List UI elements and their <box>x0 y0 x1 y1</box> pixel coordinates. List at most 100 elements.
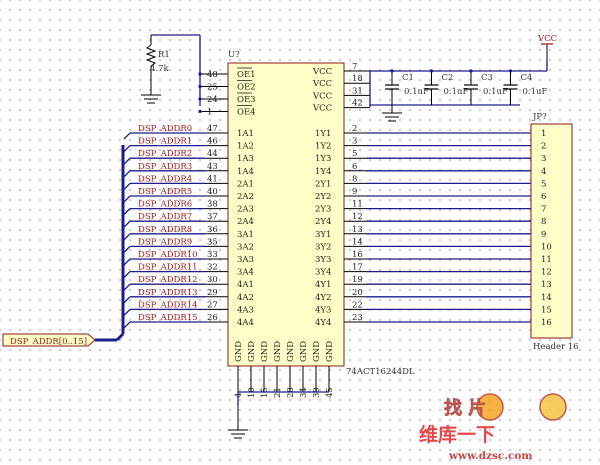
input-pin-number: 38 <box>207 200 218 210</box>
bus-entry <box>123 283 131 291</box>
junction-dot <box>508 69 513 73</box>
input-pin-name: 2A2 <box>237 192 254 202</box>
gnd-pin-name: GND <box>273 341 283 362</box>
net-label: DSP_ADDR14 <box>138 300 198 310</box>
bus-entry <box>123 321 131 329</box>
output-pin-name: 3Y4 <box>315 268 331 278</box>
gnd-pin-name: GND <box>325 341 335 362</box>
bus-entry <box>123 258 131 266</box>
cap-designator: C4 <box>521 73 533 83</box>
net-label: DSP_ADDR12 <box>138 275 198 285</box>
cap-designator: C1 <box>402 73 414 83</box>
input-pin-number: 27 <box>207 300 218 310</box>
net-label: DSP_ADDR1 <box>138 137 192 147</box>
input-pin-number: 40 <box>207 187 218 197</box>
vcc-pin-name: VCC <box>312 79 332 89</box>
vcc-pin-number: 18 <box>352 74 363 84</box>
oe-pin-name: OE2 <box>237 83 256 93</box>
input-pin-number: 37 <box>207 212 218 222</box>
header-pin-number: 9 <box>541 230 546 240</box>
oe-pin-number: 25 <box>207 83 218 93</box>
cap-value: 0.1uF <box>483 87 508 97</box>
header-pin-number: 5 <box>541 179 546 189</box>
input-pin-name: 4A3 <box>237 305 254 315</box>
junction-dot <box>429 69 434 73</box>
output-pin-name: 4Y2 <box>315 293 331 303</box>
ground-symbol-caps <box>382 112 402 122</box>
output-pin-number: 9 <box>352 187 357 197</box>
header-pin-number: 1 <box>541 129 546 139</box>
output-pin-name: 2Y4 <box>315 217 331 227</box>
net-label: DSP_ADDR5 <box>138 187 192 197</box>
input-pin-name: 3A3 <box>237 255 254 265</box>
output-pin-group: 21Y131Y251Y361Y482Y192Y2112Y3122Y4133Y11… <box>315 124 531 328</box>
junction-dot <box>198 109 202 114</box>
output-pin-name: 4Y1 <box>315 280 331 290</box>
input-pin-name: 1A1 <box>237 129 254 139</box>
output-pin-number: 8 <box>352 174 357 184</box>
header-pin-number: 3 <box>541 154 546 164</box>
header-pin-number: 2 <box>541 142 546 152</box>
bus-entry <box>123 195 131 203</box>
vcc-pin-number: 7 <box>352 62 357 72</box>
input-pin-name: 3A1 <box>237 230 254 240</box>
input-pin-number: 41 <box>207 174 218 184</box>
net-label: DSP_ADDR7 <box>138 212 192 222</box>
output-pin-name: 4Y4 <box>315 318 331 328</box>
bus-entry <box>123 296 131 304</box>
input-pin-number: 33 <box>207 250 218 260</box>
output-pin-name: 1Y1 <box>315 129 331 139</box>
input-pin-name: 4A2 <box>237 293 254 303</box>
bus-entry <box>123 170 131 178</box>
output-pin-name: 3Y1 <box>315 230 331 240</box>
input-pin-name: 2A4 <box>237 217 254 227</box>
ic-body <box>227 62 345 367</box>
output-pin-name: 1Y2 <box>315 142 331 152</box>
input-pin-name: 3A2 <box>237 242 254 252</box>
oe-pin-name: OE3 <box>237 95 256 105</box>
cap-designator: C3 <box>481 73 493 83</box>
net-label: DSP_ADDR9 <box>138 237 192 247</box>
header-pin-number: 8 <box>541 217 546 227</box>
resistor-designator: R1 <box>158 50 170 60</box>
input-pin-name: 1A2 <box>237 142 254 152</box>
bus-entry <box>123 220 131 228</box>
vcc-pin-name: VCC <box>312 91 332 101</box>
oe-pin-name: OE4 <box>237 108 256 118</box>
output-pin-number: 11 <box>352 200 363 210</box>
ic-part-name: 74ACT16244DL <box>346 367 415 377</box>
net-label: DSP_ADDR8 <box>138 225 192 235</box>
header-pin-number: 14 <box>541 293 552 303</box>
net-label: DSP_ADDR15 <box>138 313 198 323</box>
cap-value: 0.1uF <box>444 87 469 97</box>
gnd-pin-name: GND <box>247 341 257 362</box>
gnd-pin-name: GND <box>234 341 244 362</box>
output-pin-number: 12 <box>352 212 363 222</box>
output-pin-name: 4Y3 <box>315 305 331 315</box>
output-pin-name: 2Y1 <box>315 179 331 189</box>
bus-port-label: DSP_ADDR[0..15] <box>10 337 87 347</box>
vcc-pin-number: 42 <box>352 99 363 109</box>
output-pin-number: 17 <box>352 263 363 273</box>
watermark-line2: 维库一下 <box>419 423 495 446</box>
output-pin-number: 2 <box>352 124 357 134</box>
net-label: DSP_ADDR13 <box>138 288 198 298</box>
bus-entry <box>123 245 131 253</box>
junction-dot <box>198 97 202 101</box>
bus-entry <box>123 132 131 140</box>
oe-pin-number: 1 <box>207 108 212 118</box>
net-label: DSP_ADDR2 <box>138 149 192 159</box>
output-pin-number: 22 <box>352 300 363 310</box>
output-pin-name: 2Y3 <box>315 205 331 215</box>
header-pin-number: 15 <box>541 305 552 315</box>
oe-pin-number: 48 <box>207 70 218 80</box>
address-bus <box>95 145 125 342</box>
bus-entry <box>123 208 131 216</box>
watermark-logo: 找 片 维库一下 www.dzsc.com <box>419 393 567 462</box>
oe-pin-number: 24 <box>207 95 218 105</box>
gnd-pin-number: 4 <box>234 393 244 398</box>
